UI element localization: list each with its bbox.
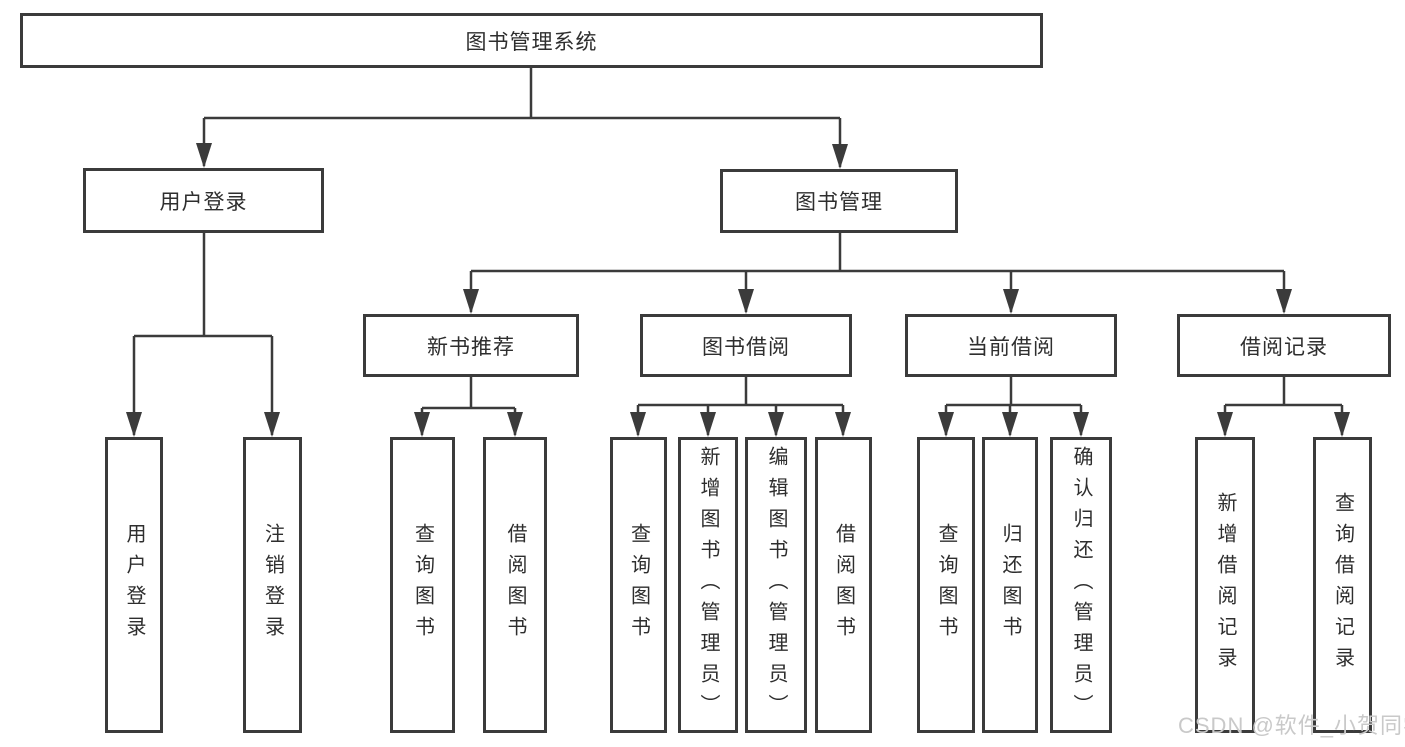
node-borrow-record: 借阅记录: [1177, 314, 1391, 377]
leaf-confirm-return-admin: 确认归还（管理员）: [1050, 437, 1112, 733]
leaf-query-books-current: 查询图书: [917, 437, 975, 733]
leaf-logout: 注销登录: [243, 437, 302, 733]
node-user-login: 用户登录: [83, 168, 324, 233]
leaf-borrow-books: 借阅图书: [815, 437, 872, 733]
leaf-return-books: 归还图书: [982, 437, 1038, 733]
leaf-query-books-recommend: 查询图书: [390, 437, 455, 733]
node-root-library-system: 图书管理系统: [20, 13, 1043, 68]
leaf-query-borrow-record: 查询借阅记录: [1313, 437, 1372, 733]
leaf-add-borrow-record: 新增借阅记录: [1195, 437, 1255, 733]
leaf-query-books-borrow: 查询图书: [610, 437, 667, 733]
leaf-user-login: 用户登录: [105, 437, 163, 733]
csdn-watermark: CSDN @软件_小贺同学: [1178, 713, 1405, 738]
node-new-book-recommend: 新书推荐: [363, 314, 579, 377]
node-current-borrow: 当前借阅: [905, 314, 1117, 377]
leaf-edit-books-admin: 编辑图书（管理员）: [745, 437, 807, 733]
node-book-management: 图书管理: [720, 169, 958, 233]
leaf-add-books-admin: 新增图书（管理员）: [678, 437, 738, 733]
node-book-borrow: 图书借阅: [640, 314, 852, 377]
leaf-borrow-books-recommend: 借阅图书: [483, 437, 547, 733]
